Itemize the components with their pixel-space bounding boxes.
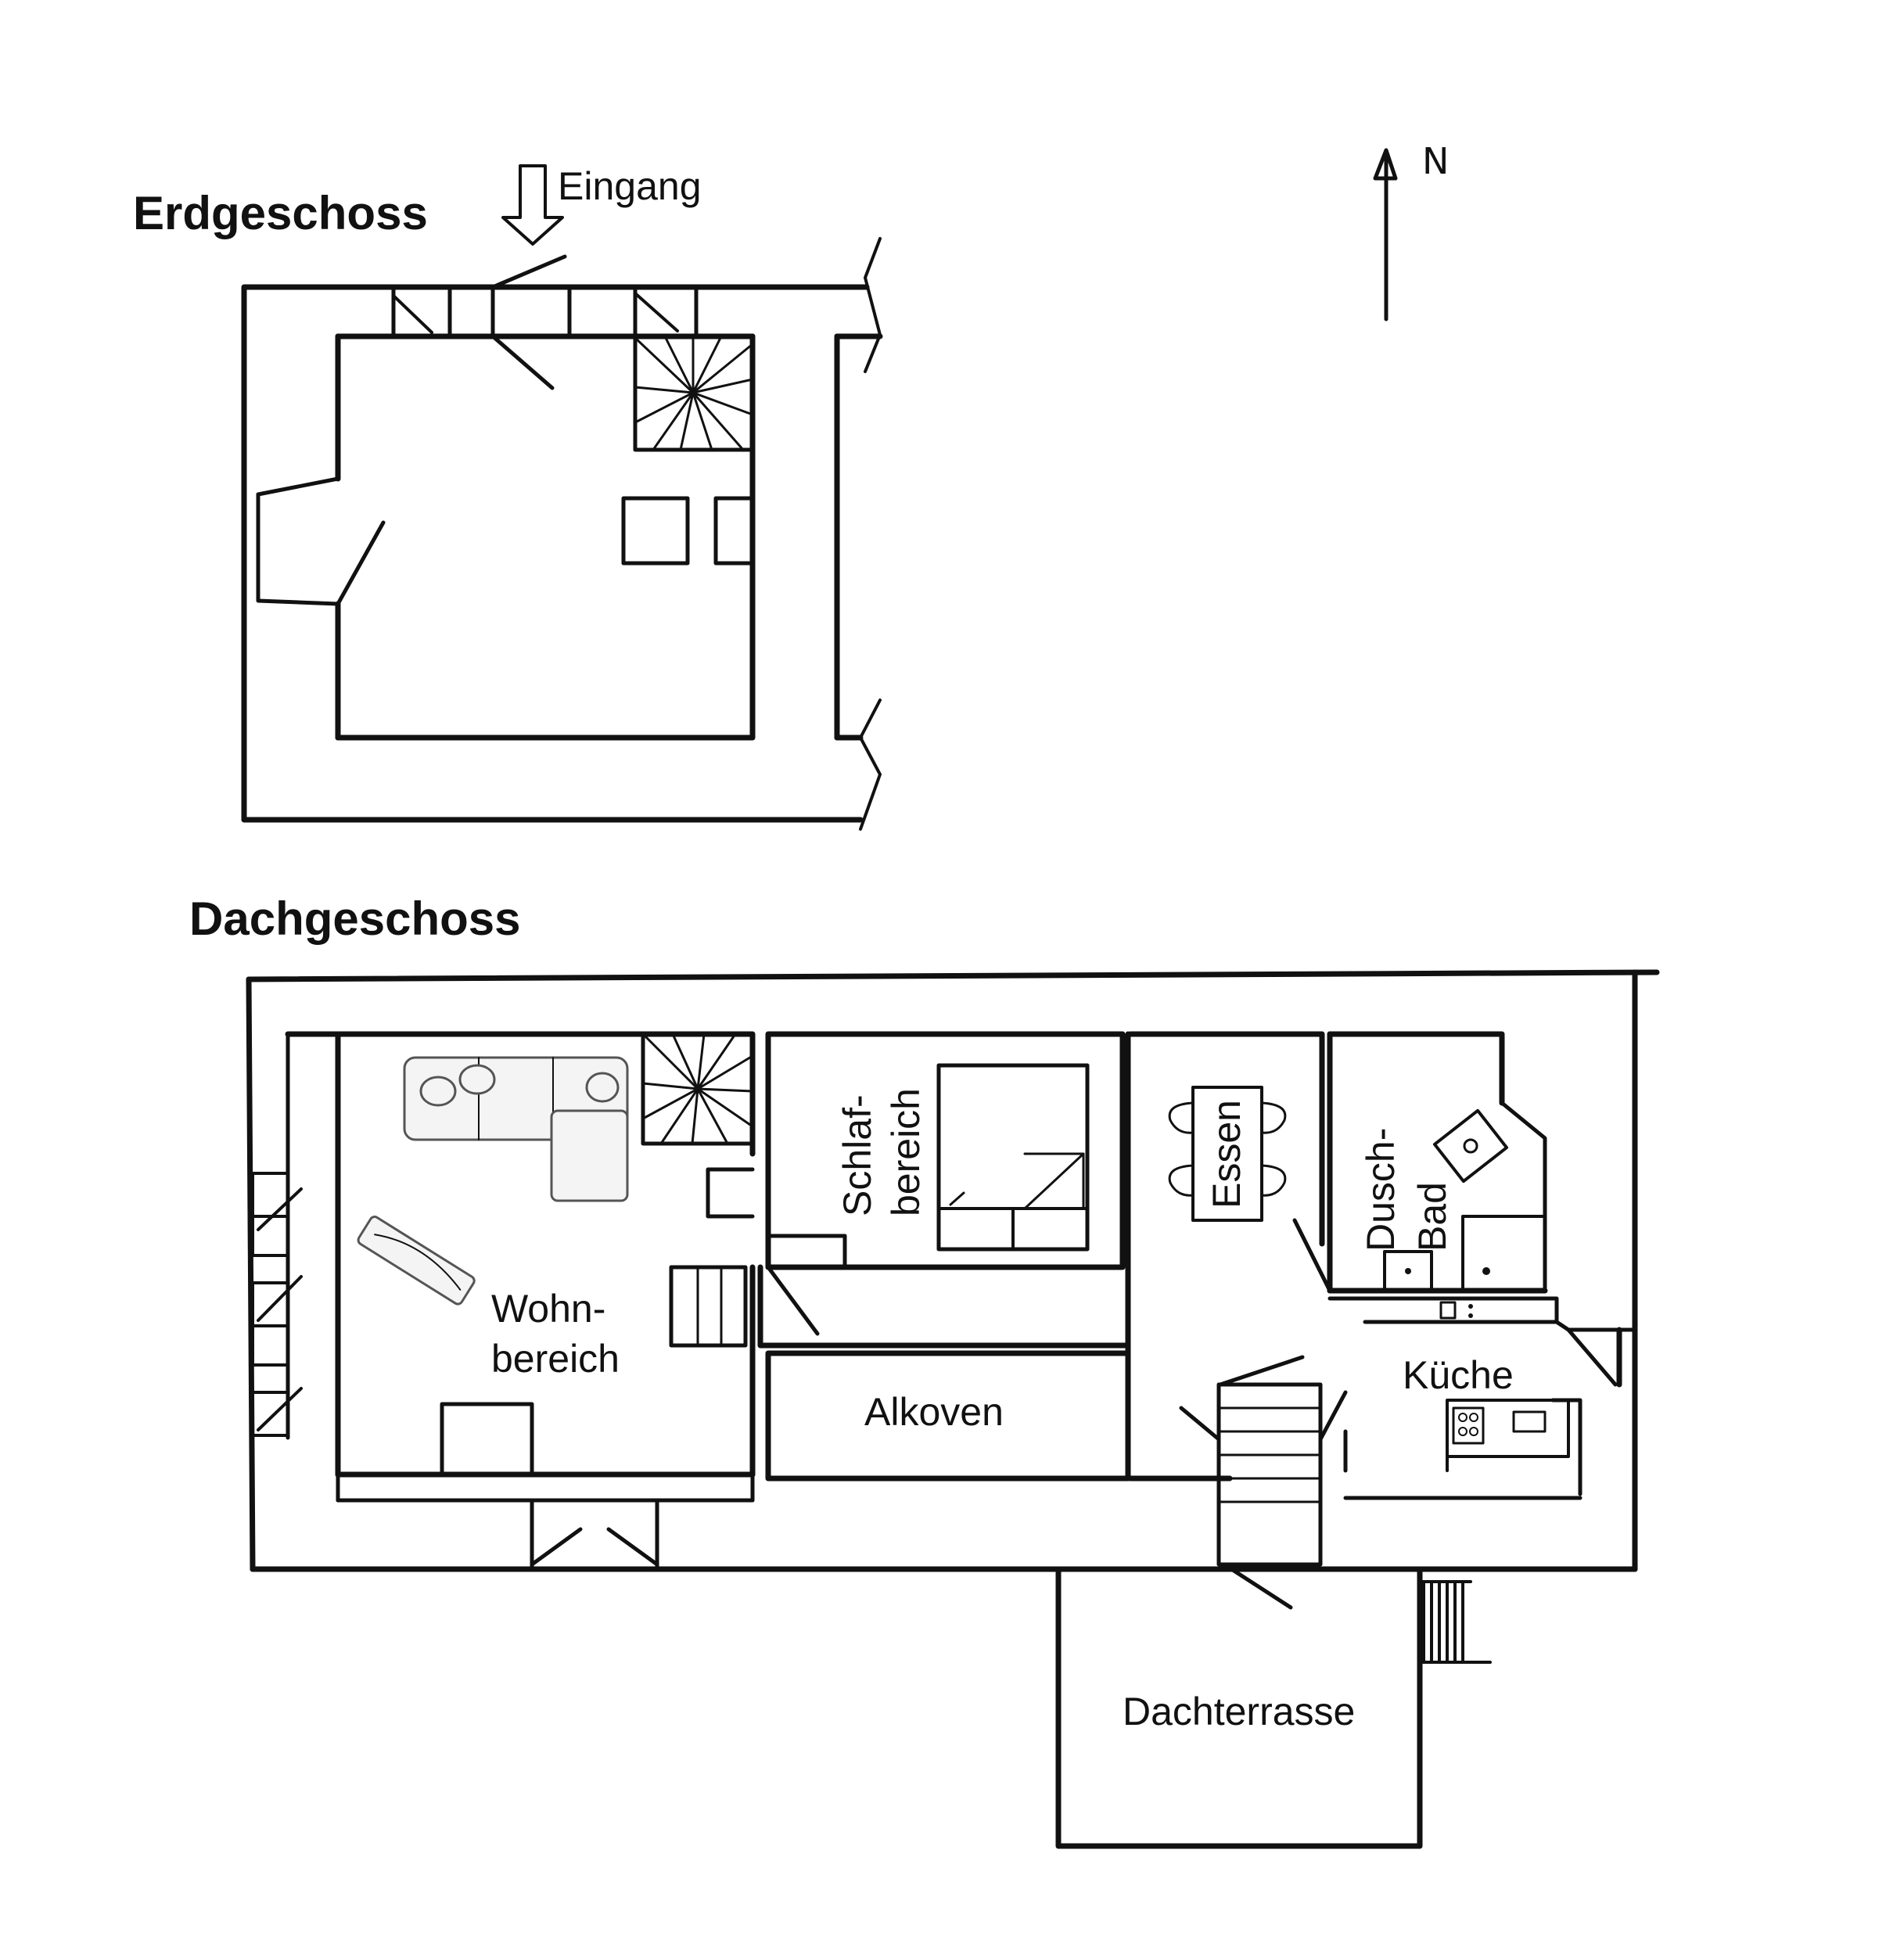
attic-floor-plan: [246, 969, 1660, 1849]
room-label-living-1: Wohn-: [491, 1287, 605, 1331]
double-bed: [936, 1063, 1090, 1252]
attic-floor-title: Dachgeschoss: [189, 893, 521, 945]
room-label-roof-terrace: Dachterrasse: [1123, 1690, 1355, 1733]
terrace-staircase: [1179, 1355, 1348, 1610]
ground-spiral-staircase: [633, 334, 755, 452]
entrance-label: Eingang: [558, 164, 702, 208]
room-label-dining: Essen: [1205, 1100, 1248, 1209]
room-label-sleep-2: bereich: [884, 1088, 928, 1216]
north-label: N: [1422, 140, 1449, 182]
sofa: [403, 1056, 629, 1202]
attic-spiral-staircase: [641, 1032, 755, 1146]
room-label-kitchen: Küche: [1403, 1353, 1514, 1397]
north-arrow-icon: [1373, 148, 1398, 321]
room-label-bath-1: Dusch-: [1359, 1128, 1403, 1252]
room-label-bath-2: Bad: [1410, 1182, 1454, 1252]
kitchen-stove-counter: [1446, 1399, 1570, 1472]
entrance-arrow-icon: [501, 164, 564, 246]
terrace-railing: [1418, 1580, 1492, 1664]
room-label-sleep-1: Schlaf-: [835, 1094, 879, 1216]
shower-basin: [1432, 1108, 1509, 1184]
ground-floor-title: Erdgeschoss: [133, 187, 428, 239]
room-label-alcove: Alkoven: [864, 1390, 1004, 1434]
ground-floor-plan: [241, 237, 883, 831]
dining-table: [1168, 1086, 1287, 1222]
lounge-chair: [357, 1216, 476, 1306]
room-label-living-2: bereich: [491, 1337, 620, 1381]
